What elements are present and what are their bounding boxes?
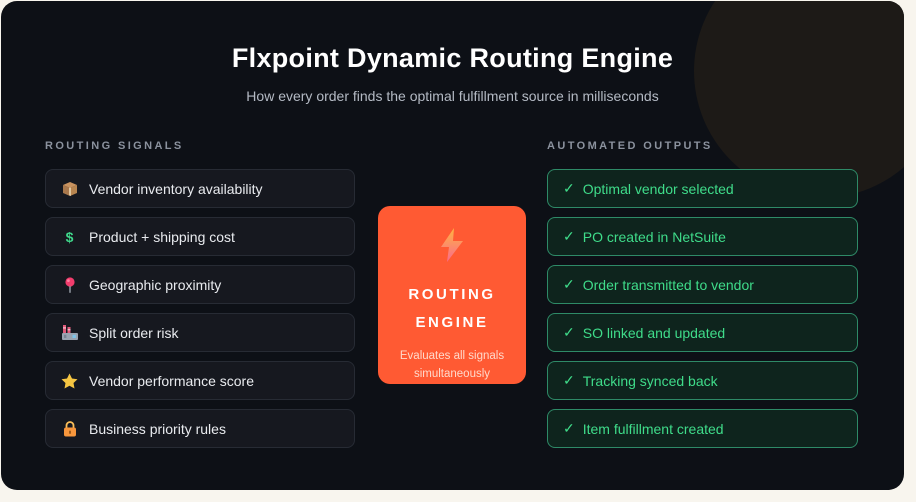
signal-item: Geographic proximity [45, 265, 355, 304]
check-icon: ✓ [563, 420, 575, 436]
signal-item: Business priority rules [45, 409, 355, 448]
engine-subtitle: Evaluates all signals simultaneously [399, 350, 505, 380]
output-label: Tracking synced back [582, 372, 718, 389]
signal-item: Split order risk [45, 313, 355, 352]
page-title: Flxpoint Dynamic Routing Engine [231, 43, 674, 73]
star-icon [61, 372, 78, 389]
output-item: ✓ Item fulfillment created [547, 409, 858, 448]
check-icon: ✓ [563, 372, 575, 388]
signal-label: Split order risk [89, 324, 179, 341]
output-label: SO linked and updated [582, 324, 726, 341]
output-label: Item fulfillment created [582, 420, 724, 437]
routing-engine-card: Flxpoint Dynamic Routing Engine How ever… [1, 1, 904, 490]
output-item: ✓ SO linked and updated [547, 313, 858, 352]
signal-label: Business priority rules [89, 420, 226, 437]
routing-engine-box: ROUTING ENGINE Evaluates all signals sim… [378, 206, 526, 384]
page-subtitle: How every order finds the optimal fulfil… [246, 88, 659, 104]
automated-outputs-column: AUTOMATED OUTPUTS ✓ Optimal vendor selec… [547, 140, 858, 448]
check-icon: ✓ [563, 228, 575, 244]
signal-label: Product + shipping cost [89, 228, 235, 245]
engine-title-line2: ENGINE [415, 314, 489, 331]
package-icon [61, 180, 78, 197]
routing-signals-list: Vendor inventory availability $ Product … [45, 169, 355, 448]
check-icon: ✓ [563, 324, 575, 340]
signal-item: Vendor performance score [45, 361, 355, 400]
engine-title: ROUTING ENGINE [408, 281, 495, 337]
check-icon: ✓ [563, 180, 575, 196]
output-label: Order transmitted to vendor [582, 276, 754, 293]
check-icon: ✓ [563, 276, 575, 292]
routing-signals-heading: ROUTING SIGNALS [45, 140, 184, 152]
automated-outputs-heading: AUTOMATED OUTPUTS [547, 140, 713, 152]
output-item: ✓ PO created in NetSuite [547, 217, 858, 256]
signal-item: Vendor inventory availability [45, 169, 355, 208]
lock-icon [61, 420, 78, 437]
factory-icon [61, 324, 78, 341]
automated-outputs-list: ✓ Optimal vendor selected ✓ PO created i… [547, 169, 858, 448]
signal-label: Vendor performance score [89, 372, 254, 389]
pushpin-icon [61, 276, 78, 293]
output-label: Optimal vendor selected [582, 180, 734, 197]
output-item: ✓ Order transmitted to vendor [547, 265, 858, 304]
output-item: ✓ Optimal vendor selected [547, 169, 858, 208]
signal-label: Geographic proximity [89, 276, 222, 293]
lightning-bolt-icon [441, 228, 463, 262]
hero-header: Flxpoint Dynamic Routing Engine How ever… [1, 1, 904, 104]
output-label: PO created in NetSuite [582, 228, 726, 245]
signal-label: Vendor inventory availability [89, 180, 263, 197]
output-item: ✓ Tracking synced back [547, 361, 858, 400]
signal-item: $ Product + shipping cost [45, 217, 355, 256]
dollar-icon: $ [65, 228, 74, 245]
engine-title-line1: ROUTING [408, 286, 496, 303]
routing-signals-column: ROUTING SIGNALS Vendor inventory availab… [45, 140, 355, 448]
